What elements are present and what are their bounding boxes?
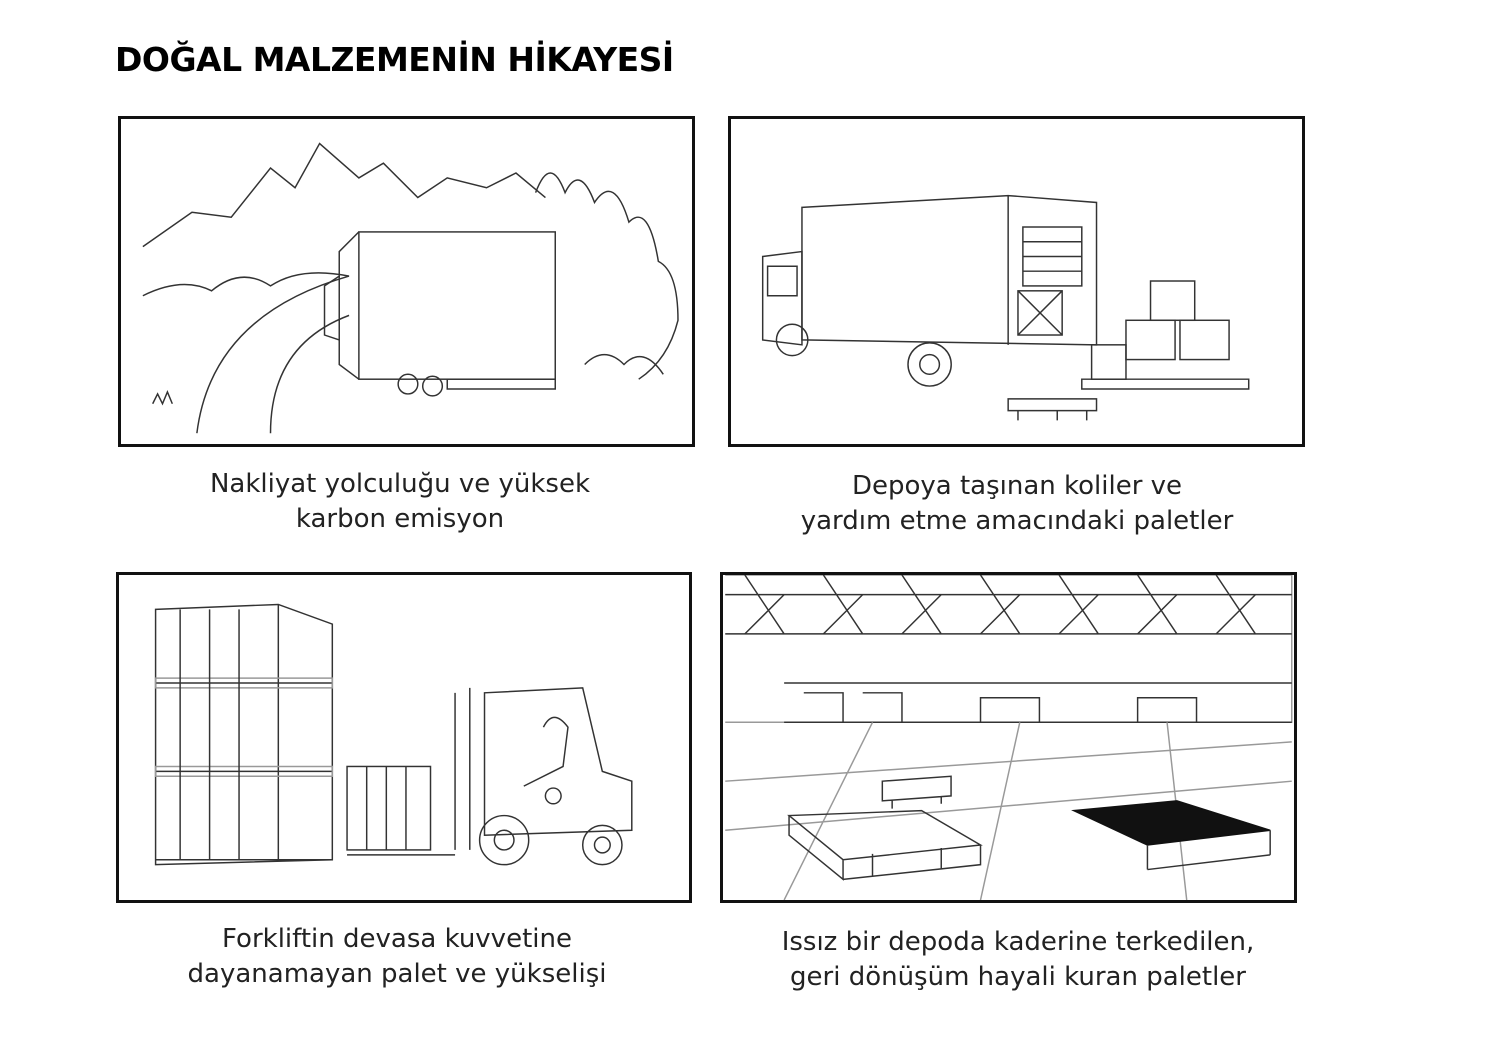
caption-line: Nakliyat yolculuğu ve yüksek	[209, 469, 591, 499]
caption-line: Depoya taşınan koliler ve	[851, 471, 1183, 501]
truck-mountain-road-sketch-icon	[142, 142, 679, 434]
caption-4: Issız bir depoda kaderine terkedilen, ge…	[718, 925, 1318, 995]
forklift-pallets-sketch-icon	[154, 603, 633, 866]
storyboard-frame-1	[118, 116, 695, 447]
truck-unloading-boxes-sketch-icon	[761, 194, 1250, 421]
storyboard-frame-3	[116, 572, 692, 903]
caption-line: Issız bir depoda kaderine terkedilen,	[781, 927, 1255, 957]
caption-line: dayanamayan palet ve yükselişi	[187, 959, 607, 989]
storyboard-frame-4	[720, 572, 1297, 903]
empty-warehouse-pallets-sketch-icon	[725, 575, 1293, 900]
caption-line: geri dönüşüm hayali kuran paletler	[790, 962, 1246, 992]
caption-1: Nakliyat yolculuğu ve yüksek karbon emis…	[100, 467, 700, 537]
storyboard-frame-2	[728, 116, 1305, 447]
caption-line: yardım etme amacındaki paletler	[800, 506, 1234, 536]
caption-3: Forkliftin devasa kuvvetine dayanamayan …	[97, 922, 697, 992]
caption-line: Forkliftin devasa kuvvetine	[222, 924, 572, 954]
page-title: DOĞAL MALZEMENİN HİKAYESİ	[115, 40, 674, 79]
caption-line: karbon emisyon	[295, 504, 505, 534]
caption-2: Depoya taşınan koliler ve yardım etme am…	[717, 469, 1317, 539]
